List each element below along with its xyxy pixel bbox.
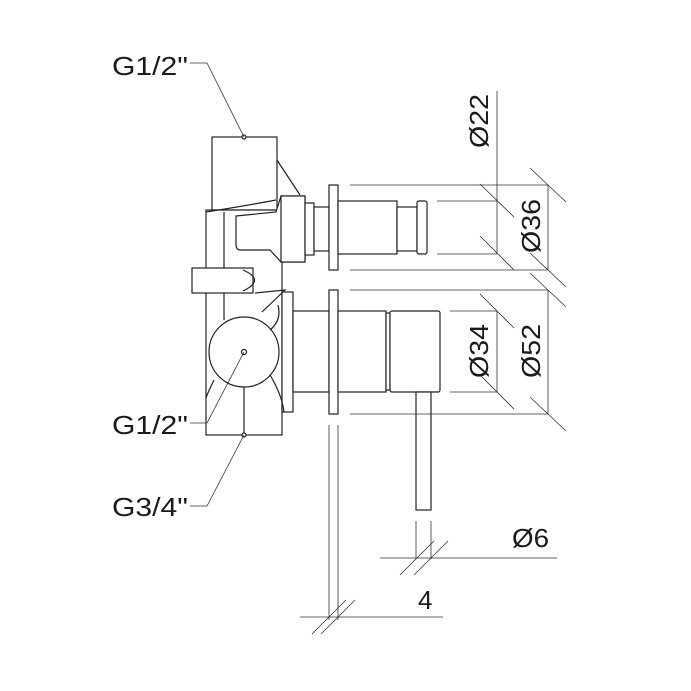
upper-stem (328, 184, 428, 271)
leader-lines (190, 62, 245, 507)
knob-assembly (328, 289, 441, 511)
knob (389, 310, 441, 393)
dim-upper-flange-diameter: Ø36 (516, 199, 546, 253)
dim-stem-diameter: Ø22 (464, 94, 494, 148)
upper-flange (328, 184, 339, 271)
label-middle-connection: G1/2" (112, 410, 188, 440)
label-bottom-connection: G3/4" (112, 492, 188, 522)
dimension-lines (300, 91, 567, 635)
lower-flange (328, 289, 339, 415)
dim-knob-diameter: Ø34 (464, 324, 494, 378)
dim-lever-diameter: Ø6 (512, 523, 549, 553)
lever (415, 391, 432, 511)
side-handle (191, 267, 254, 294)
valve-body (191, 134, 330, 438)
dim-flange-thickness: 4 (418, 585, 432, 615)
label-top-connection: G1/2" (112, 51, 188, 81)
dim-lower-flange-diameter: Ø52 (516, 324, 546, 378)
